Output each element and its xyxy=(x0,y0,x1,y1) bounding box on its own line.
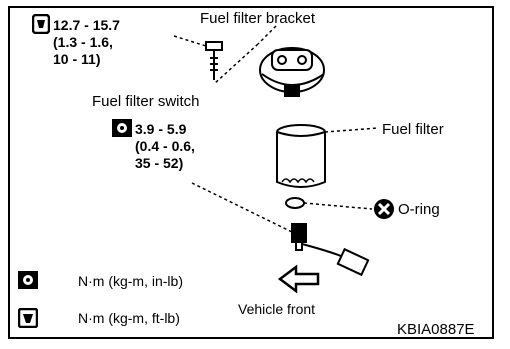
torque-wrench-ftlb-icon xyxy=(32,14,50,34)
do-not-reuse-icon xyxy=(374,199,394,219)
torque-switch-line2: (0.4 - 0.6, xyxy=(135,138,195,154)
figure-frame xyxy=(8,6,494,339)
legend-ftlb-icon xyxy=(18,308,38,328)
leader-lines xyxy=(173,25,379,233)
vehicle-front-arrow-icon xyxy=(278,264,320,294)
label-vehicle-front: Vehicle front xyxy=(238,301,316,317)
fuel-filter xyxy=(276,124,326,188)
fuel-filter-switch xyxy=(291,223,370,277)
label-fuel-filter-switch: Fuel filter switch xyxy=(92,93,200,110)
label-fuel-filter-bracket: Fuel filter bracket xyxy=(200,10,316,27)
fuel-filter-bracket xyxy=(259,47,325,97)
torque-switch-line1: 3.9 - 5.9 xyxy=(135,121,187,137)
torque-bracket-line2: (1.3 - 1.6, xyxy=(53,34,113,50)
legend-ftlb-text: N·m (kg-m, ft-lb) xyxy=(78,310,180,326)
torque-bracket-line3: 10 - 11) xyxy=(53,51,101,67)
legend-inlb-text: N·m (kg-m, in-lb) xyxy=(78,273,183,289)
torque-bracket-line1: 12.7 - 15.7 xyxy=(53,17,120,33)
legend-inlb-icon xyxy=(18,271,38,289)
label-o-ring: O-ring xyxy=(398,201,440,218)
figure-code: KBIA0887E xyxy=(397,321,475,338)
label-fuel-filter: Fuel filter xyxy=(382,121,444,138)
torque-switch-line3: 35 - 52) xyxy=(135,155,184,171)
bracket-bolt xyxy=(205,41,223,80)
torque-wrench-inlb-icon xyxy=(112,119,132,137)
o-ring xyxy=(285,197,305,209)
